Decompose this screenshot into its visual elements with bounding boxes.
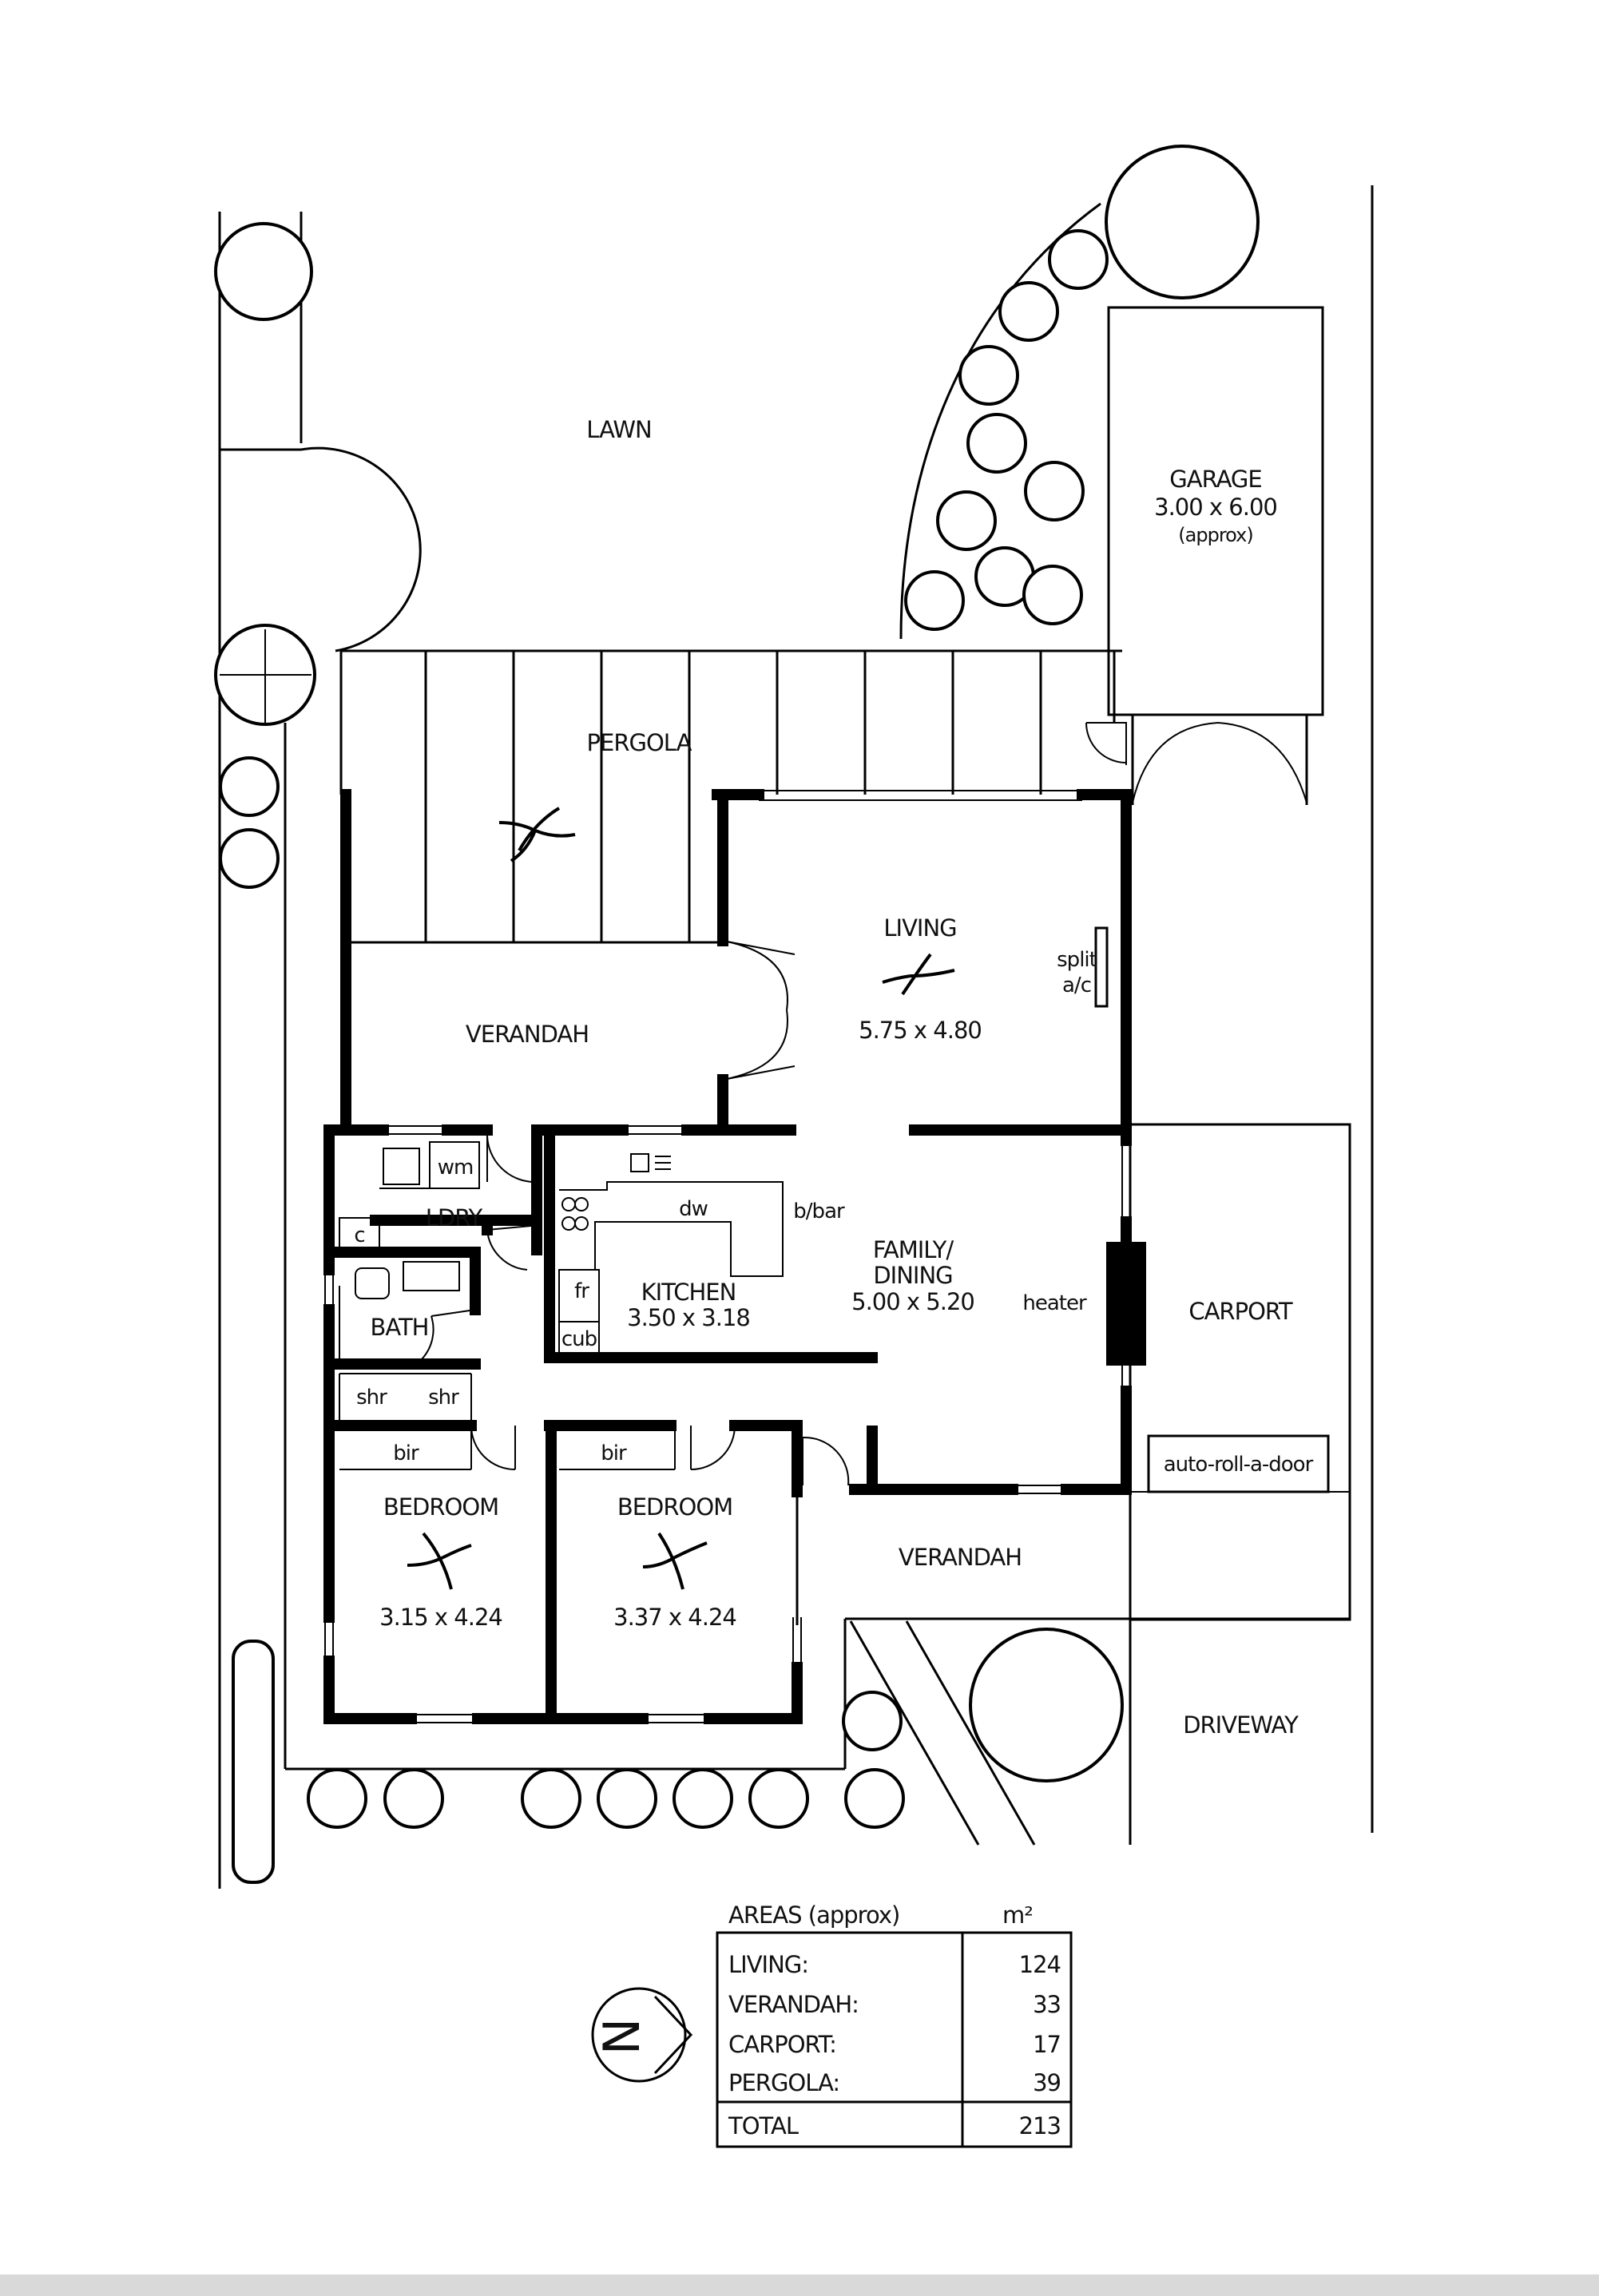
label-dining: DINING: [873, 1262, 952, 1289]
label-family: FAMILY/: [873, 1236, 954, 1263]
split-ac-unit: [1094, 926, 1109, 1008]
label-driveway: DRIVEWAY: [1183, 1711, 1299, 1739]
label-bedroom-1: BEDROOM: [383, 1493, 498, 1521]
label-lawn: LAWN: [586, 416, 651, 443]
carport: [1129, 1123, 1351, 1621]
area-row-label: CARPORT:: [728, 2031, 836, 2058]
area-row-label: PERGOLA:: [728, 2069, 839, 2096]
label-bedroom-1-size: 3.15 x 4.24: [379, 1604, 502, 1631]
tree-icon: [748, 1768, 809, 1829]
label-bir-2: bir: [601, 1441, 627, 1465]
area-row-label: VERANDAH:: [728, 1991, 859, 2018]
tree-icon: [597, 1768, 657, 1829]
label-heater: heater: [1022, 1291, 1087, 1315]
tree-icon: [219, 756, 280, 817]
label-family-size: 5.00 x 5.20: [851, 1288, 974, 1315]
label-garage-size: 3.00 x 6.00: [1154, 494, 1277, 521]
garage: [1085, 306, 1324, 805]
doors: [421, 940, 850, 1486]
label-wm: wm: [438, 1156, 474, 1180]
tree-icon: [307, 1768, 367, 1829]
label-split-ac: split: [1057, 948, 1097, 972]
tree-icon: [844, 1768, 905, 1829]
trees: [214, 145, 1260, 1884]
tree-icon: [1022, 565, 1083, 625]
tree-icon: [1024, 461, 1085, 521]
areas-table: AREAS (approx) m² LIVING: 124 VERANDAH: …: [716, 1901, 1073, 2148]
label-bir-1: bir: [393, 1441, 419, 1465]
tree-icon: [842, 1691, 903, 1751]
ceiling-fan-icon: [498, 807, 576, 862]
north-arrow-letter: N: [593, 2018, 651, 2055]
label-garage: GARAGE: [1169, 466, 1261, 493]
label-living: LIVING: [883, 914, 956, 942]
label-garage-approx: (approx): [1178, 524, 1252, 546]
label-shr-2: shr: [428, 1386, 459, 1410]
label-living-size: 5.75 x 4.80: [859, 1017, 982, 1044]
area-total-value: 213: [1019, 2112, 1061, 2139]
label-split-ac-2: a/c: [1062, 974, 1091, 997]
tree-icon: [966, 413, 1027, 474]
label-fr: fr: [574, 1279, 589, 1303]
area-row-value: 33: [1033, 1991, 1061, 2018]
label-kitchen: KITCHEN: [641, 1279, 736, 1306]
label-bath: BATH: [370, 1314, 428, 1341]
pergola: [339, 649, 1122, 944]
label-bbar: b/bar: [793, 1200, 845, 1223]
bottom-bar: [0, 2274, 1599, 2296]
tree-icon: [1105, 145, 1260, 299]
tree-icon: [969, 1628, 1124, 1782]
areas-title: AREAS (approx): [728, 1901, 899, 1929]
tree-icon: [673, 1768, 733, 1829]
tree-icon: [219, 828, 280, 889]
label-bedroom-2-size: 3.37 x 4.24: [613, 1604, 736, 1631]
area-row-value: 124: [1019, 1951, 1061, 1978]
north-arrow: N: [591, 1987, 693, 2083]
label-auto-roll-a-door: auto-roll-a-door: [1164, 1453, 1314, 1477]
label-kitchen-size: 3.50 x 3.18: [627, 1304, 750, 1331]
area-row-value: 17: [1033, 2031, 1061, 2058]
label-bedroom-2: BEDROOM: [617, 1493, 732, 1521]
tree-icon: [958, 345, 1019, 406]
tree-icon: [383, 1768, 444, 1829]
house-walls: [323, 789, 1132, 1724]
label-pergola: PERGOLA: [587, 729, 692, 756]
tree-icon: [904, 570, 965, 631]
ceiling-fan-icon: [882, 953, 955, 996]
label-carport: CARPORT: [1188, 1298, 1293, 1325]
area-total-label: TOTAL: [728, 2112, 799, 2139]
label-cub: cub: [561, 1327, 597, 1351]
room-labels: LAWN PERGOLA GARAGE 3.00 x 6.00 (approx)…: [354, 416, 1314, 1739]
area-row-label: LIVING:: [728, 1951, 808, 1978]
ceiling-fan-icon: [642, 1532, 708, 1590]
tree-icon: [1048, 229, 1109, 290]
tree-icon: [214, 222, 313, 321]
label-dw: dw: [679, 1197, 708, 1221]
tree-icon: [936, 490, 997, 551]
area-row-value: 39: [1033, 2069, 1061, 2096]
site-lines: [218, 185, 1374, 1889]
label-c: c: [354, 1223, 364, 1247]
heater-unit: [1106, 1242, 1146, 1366]
areas-unit: m²: [1002, 1901, 1033, 1929]
ceiling-fan-icon: [407, 1532, 472, 1590]
hedge-icon: [232, 1640, 275, 1884]
label-ldry: LDRY: [426, 1204, 483, 1231]
label-shr-1: shr: [356, 1386, 387, 1410]
fixtures: [339, 1141, 784, 1470]
label-verandah-west: VERANDAH: [466, 1021, 589, 1048]
tree-icon: [998, 281, 1059, 342]
label-verandah-south: VERANDAH: [899, 1544, 1022, 1571]
tree-icon: [521, 1768, 581, 1829]
